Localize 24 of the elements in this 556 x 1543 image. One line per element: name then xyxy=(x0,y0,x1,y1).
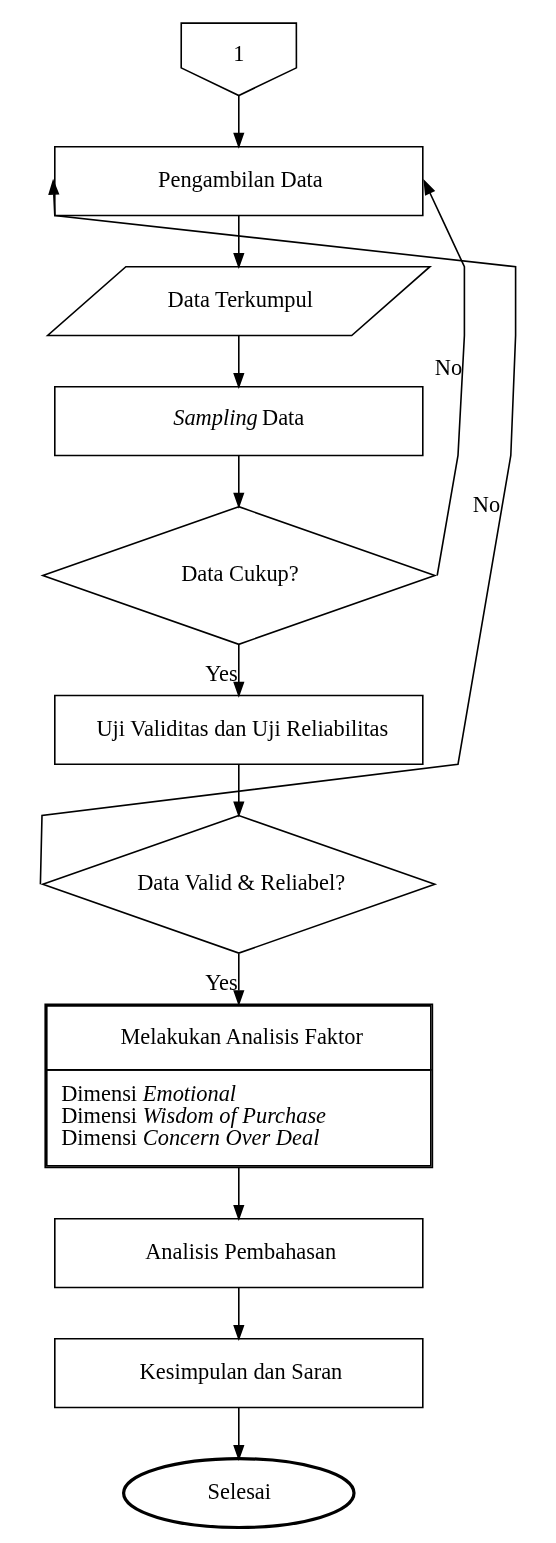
arrow xyxy=(233,1407,245,1462)
node-box: Sampling Data xyxy=(54,385,424,457)
edge-label: No xyxy=(472,492,501,518)
arrow xyxy=(233,763,245,818)
arrow xyxy=(233,454,245,509)
arrow xyxy=(233,95,245,149)
edge-label: Yes xyxy=(205,969,238,995)
arrow xyxy=(233,952,245,1007)
node-ellipse: Selesai xyxy=(122,1457,356,1530)
node-box: Uji Validitas dan Uji Reliabilitas xyxy=(54,694,424,766)
node-box: Analisis Pembahasan xyxy=(54,1217,424,1289)
node-box: Kesimpulan dan Saran xyxy=(54,1337,424,1409)
node-diamond: Data Valid & Reliabel? xyxy=(40,814,438,954)
node-diamond: Data Cukup? xyxy=(40,505,438,646)
arrow xyxy=(233,215,245,270)
arrow xyxy=(39,178,517,886)
node-box: Pengambilan Data xyxy=(54,145,424,217)
arrow xyxy=(233,335,245,390)
edge-label: Yes xyxy=(205,661,238,687)
arrow xyxy=(423,178,466,577)
arrow xyxy=(233,1166,245,1222)
edge-label: No xyxy=(434,355,463,381)
arrow xyxy=(233,1287,245,1342)
arrow xyxy=(233,643,245,698)
